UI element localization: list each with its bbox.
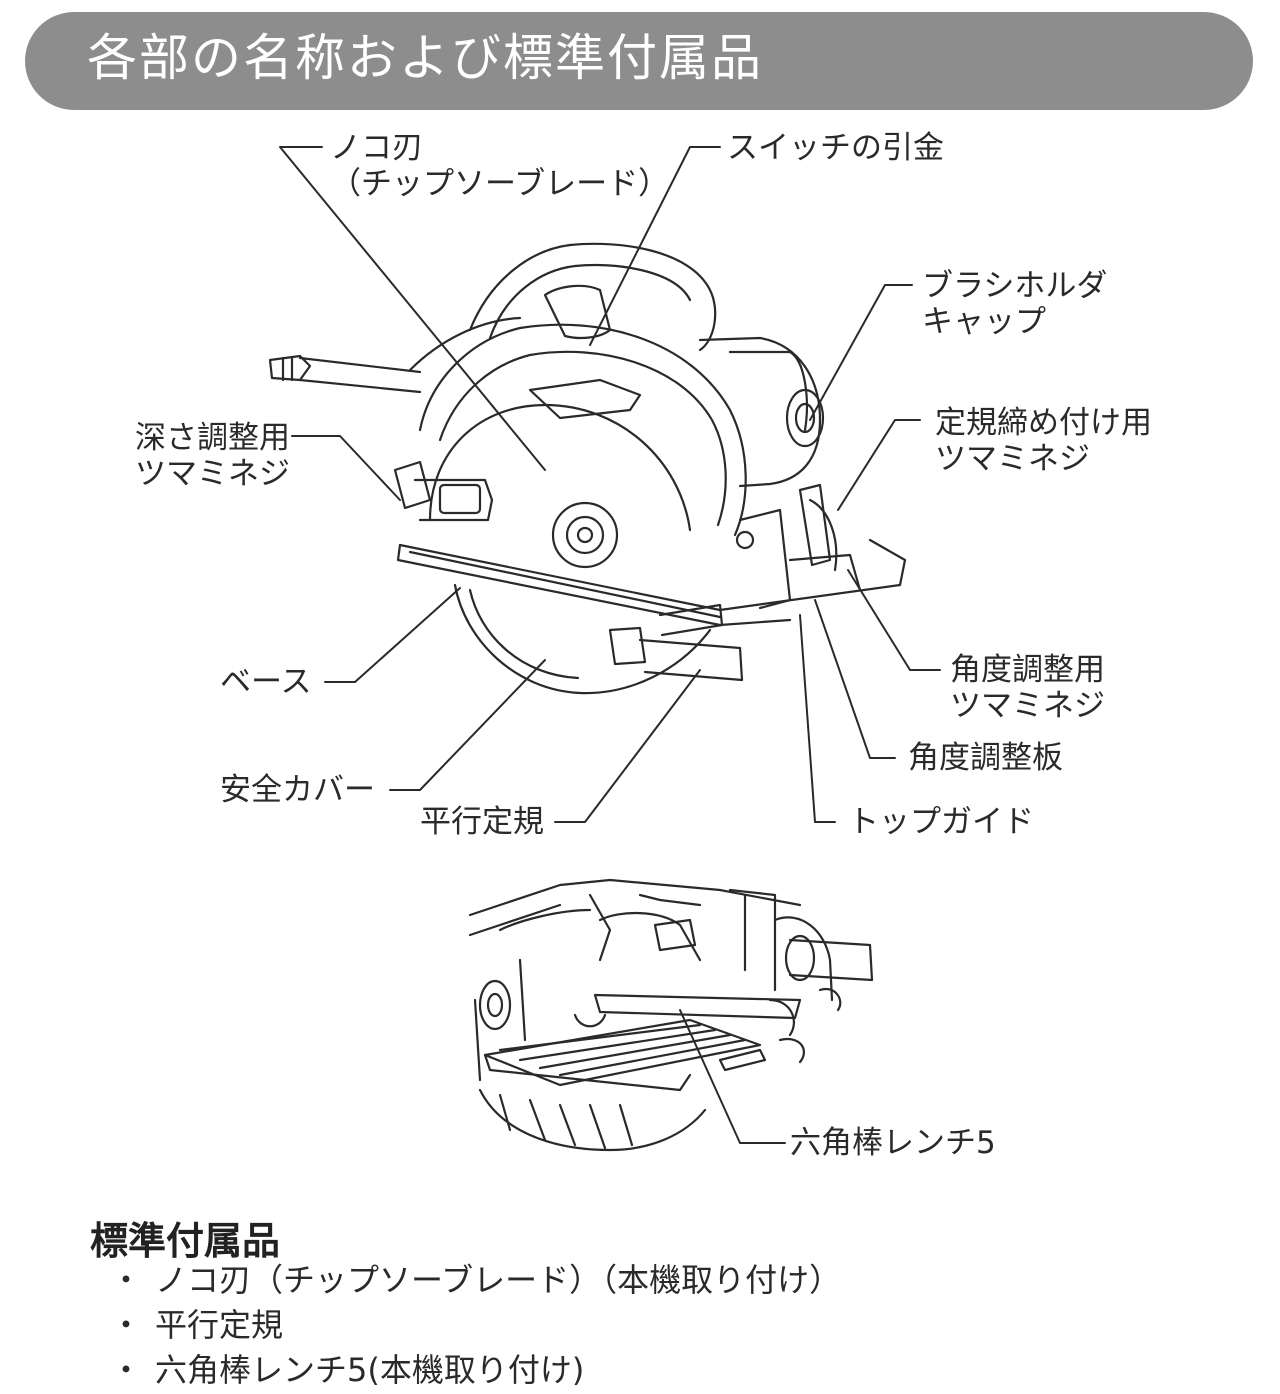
label-blade: ノコ刃 （チップソーブレード） [330, 130, 669, 202]
label-parallel-guide: 平行定規 [420, 804, 544, 840]
label-angle-knob: 角度調整用 ツマミネジ [950, 652, 1105, 724]
label-angle-plate: 角度調整板 [908, 740, 1063, 776]
saw-illustration [268, 242, 907, 695]
accessory-item-text: ノコ刃（チップソーブレード）（本機取り付け） [155, 1261, 842, 1299]
page-title: 各部の名称および標準付属品 [87, 29, 763, 87]
label-top-guide: トップガイド [848, 804, 1034, 840]
label-angle-knob-line1: 角度調整用 [950, 652, 1105, 688]
label-brush-cap: ブラシホルダ キャップ [922, 268, 1107, 340]
bullet: ・ [110, 1306, 143, 1344]
callout-lines [279, 146, 941, 823]
accessory-item-text: 六角棒レンチ5(本機取り付け) [155, 1351, 585, 1389]
bullet: ・ [110, 1351, 143, 1389]
accessories-title: 標準付属品 [90, 1219, 281, 1263]
label-depth-knob-line2: ツマミネジ [135, 456, 290, 492]
label-guide-knob-line2: ツマミネジ [935, 441, 1090, 477]
detail-illustration [468, 878, 874, 1152]
label-angle-knob-line2: ツマミネジ [950, 688, 1105, 724]
accessory-item: ・ノコ刃（チップソーブレード）（本機取り付け） [110, 1258, 841, 1303]
accessory-item-text: 平行定規 [155, 1306, 284, 1344]
label-guide-knob: 定規締め付け用 ツマミネジ [935, 405, 1152, 477]
label-depth-knob-line1: 深さ調整用 [135, 420, 290, 456]
bullet: ・ [110, 1261, 143, 1299]
label-blade-line1: ノコ刃 [330, 130, 423, 166]
label-blade-line2: （チップソーブレード） [330, 166, 670, 202]
label-brush-cap-line2: キャップ [922, 304, 1046, 340]
accessories-list: ・ノコ刃（チップソーブレード）（本機取り付け） ・平行定規 ・六角棒レンチ5(本… [110, 1258, 841, 1393]
header-bar: 各部の名称および標準付属品 [25, 12, 1253, 110]
label-brush-cap-line1: ブラシホルダ [922, 268, 1108, 304]
label-safety-cover: 安全カバー [220, 772, 375, 808]
label-switch: スイッチの引金 [727, 130, 944, 166]
label-hex-wrench: 六角棒レンチ5 [790, 1125, 996, 1161]
label-guide-knob-line1: 定規締め付け用 [935, 405, 1152, 441]
detail-callout-line [679, 1009, 786, 1144]
label-depth-knob: 深さ調整用 ツマミネジ [135, 420, 290, 492]
accessory-item: ・六角棒レンチ5(本機取り付け) [110, 1348, 841, 1393]
label-base: ベース [220, 664, 312, 700]
accessory-item: ・平行定規 [110, 1303, 841, 1348]
